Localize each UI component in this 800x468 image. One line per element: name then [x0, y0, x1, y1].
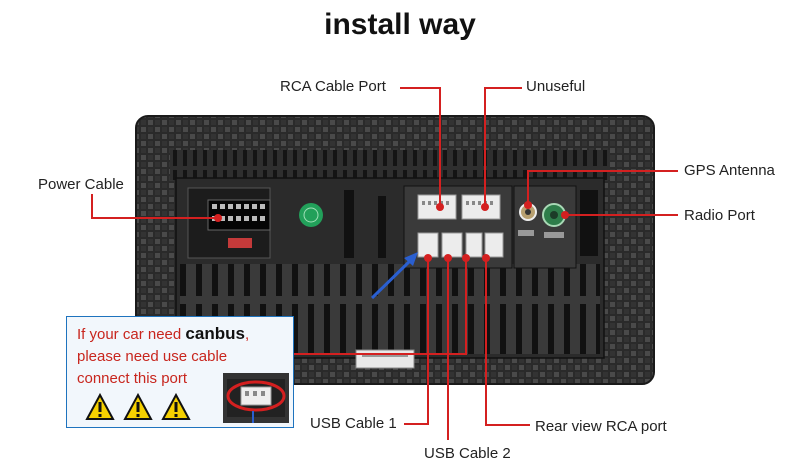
label-rca-cable-port: RCA Cable Port — [280, 78, 386, 95]
canbus-connector — [465, 232, 483, 258]
label-radio-port: Radio Port — [684, 207, 755, 224]
label-power-cable: Power Cable — [38, 176, 124, 193]
fuse — [228, 238, 252, 248]
bottom-tab — [355, 349, 415, 369]
note-line-2: please need use cable — [77, 348, 228, 365]
canbus-pointer-arrow — [370, 256, 415, 300]
warning-icon — [85, 393, 115, 420]
note-line-3: connect this port — [77, 370, 188, 387]
note-line-1: If your car need canbus, — [77, 324, 250, 343]
page-title: install way — [324, 8, 476, 41]
warning-icon — [161, 393, 191, 420]
usb-cable-1-connector — [417, 232, 439, 258]
label-gps-antenna: GPS Antenna — [684, 162, 775, 179]
label-unuseful: Unuseful — [526, 78, 586, 95]
canbus-note-box: If your car need canbus, please need use… — [66, 316, 294, 428]
rear-view-rca-connector — [484, 232, 504, 258]
warning-icon — [123, 393, 153, 420]
label-usb-cable-1: USB Cable 1 — [310, 415, 397, 432]
usb-cable-2-connector — [441, 232, 463, 258]
antenna-panel — [513, 185, 577, 269]
green-sticker — [299, 203, 323, 227]
label-usb-cable-2: USB Cable 2 — [424, 445, 511, 462]
canbus-port-closeup — [223, 373, 289, 423]
canbus-note-text: If your car need canbus, please need use… — [77, 323, 249, 390]
top-vent — [170, 150, 610, 180]
label-rear-view-rca: Rear view RCA port — [535, 418, 667, 435]
